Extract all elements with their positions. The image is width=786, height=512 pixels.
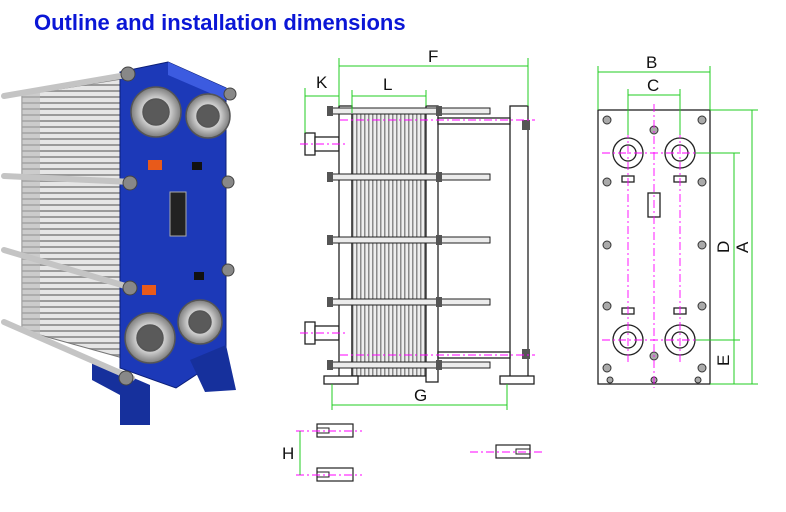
front-view-dimension-lines [597, 66, 758, 385]
dim-label-f: F [428, 47, 438, 66]
dim-label-c: C [647, 76, 659, 95]
heat-exchanger-photo [1, 61, 237, 425]
foot-detail-center-lines [296, 430, 545, 476]
dim-label-group-front: B C D A E [646, 53, 752, 366]
front-view-center-lines [602, 104, 708, 388]
dim-label-g: G [414, 386, 427, 405]
side-view-dimension-lines [304, 58, 529, 410]
foot-detail-slots [317, 427, 530, 478]
front-view-drawing [597, 109, 711, 385]
side-view-center-lines [300, 119, 535, 356]
dim-label-l: L [383, 75, 392, 94]
dim-label-d: D [714, 241, 733, 253]
dim-label-e: E [714, 355, 733, 366]
foot-detail-drawing [316, 423, 531, 482]
dim-label-b: B [646, 53, 657, 72]
dim-label-group-side: F K L G [316, 47, 438, 405]
page-title: Outline and installation dimensions [34, 10, 406, 35]
front-view-bolts [602, 115, 707, 384]
dim-label-h: H [282, 444, 294, 463]
dim-label-k: K [316, 73, 328, 92]
dim-label-a: A [733, 241, 752, 253]
side-view-drawing [304, 105, 535, 385]
